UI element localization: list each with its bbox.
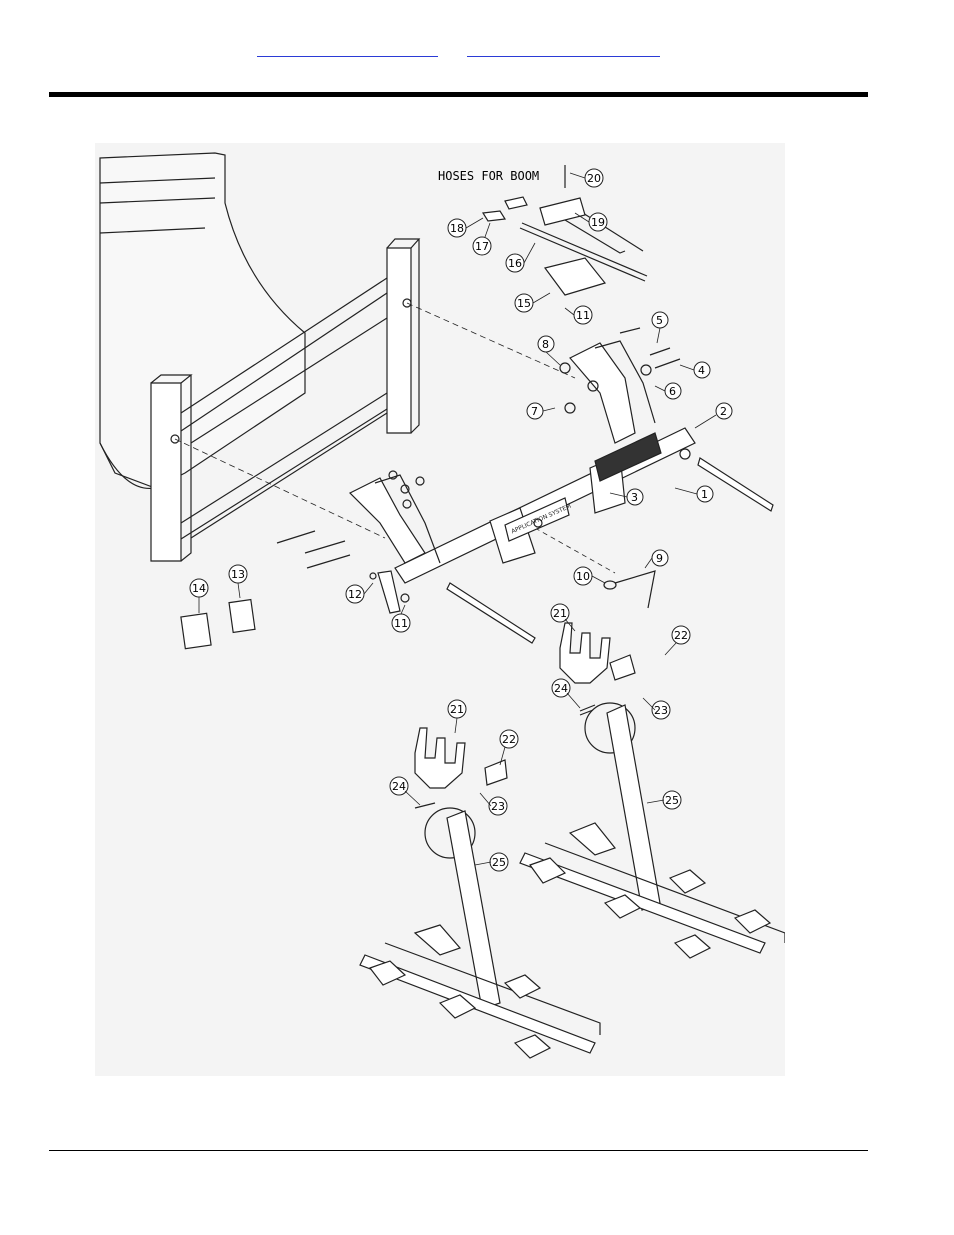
svg-text:14: 14 (192, 582, 206, 595)
callout-18: 18 (447, 218, 467, 238)
svg-text:13: 13 (231, 568, 245, 581)
header-link-1[interactable] (257, 42, 438, 57)
callout-7: 7 (526, 402, 544, 420)
svg-text:21: 21 (450, 703, 464, 716)
callout-19: 19 (588, 212, 608, 232)
callout-24-right: 24 (551, 678, 571, 698)
decal-14 (180, 612, 212, 650)
svg-text:2: 2 (720, 405, 727, 418)
hoses-label: HOSES FOR BOOM (438, 169, 539, 183)
parts-diagram-svg: HOSES FOR BOOM APPLICATION SYSTEM 1 2 3 … (99, 152, 785, 1059)
header-link-2[interactable] (467, 42, 660, 57)
callout-11-bottom: 11 (391, 613, 411, 633)
boom-mount-tube (276, 327, 774, 644)
svg-text:22: 22 (502, 733, 516, 746)
bottom-rule (49, 1150, 868, 1151)
svg-text:12: 12 (348, 588, 362, 601)
callout-11-top: 11 (573, 305, 593, 325)
tank-frame (99, 152, 421, 562)
callout-5: 5 (651, 311, 669, 329)
callout-3: 3 (626, 488, 644, 506)
svg-text:25: 25 (665, 794, 679, 807)
top-rule (49, 92, 868, 97)
svg-text:23: 23 (654, 704, 668, 717)
svg-text:7: 7 (531, 405, 538, 418)
svg-text:17: 17 (475, 240, 489, 253)
svg-text:25: 25 (492, 856, 506, 869)
callout-14: 14 (189, 578, 209, 598)
storage-stand-left (359, 727, 601, 1059)
decal-13 (228, 598, 256, 634)
callout-2: 2 (715, 402, 733, 420)
hoses (481, 165, 648, 296)
callout-1: 1 (696, 485, 714, 503)
svg-text:15: 15 (517, 297, 531, 310)
callout-24-left: 24 (389, 776, 409, 796)
callout-8: 8 (537, 335, 555, 353)
callout-17: 17 (472, 236, 492, 256)
svg-text:22: 22 (674, 629, 688, 642)
callout-6: 6 (664, 382, 682, 400)
svg-text:5: 5 (656, 314, 663, 327)
svg-text:19: 19 (591, 216, 605, 229)
callout-22-right: 22 (671, 625, 691, 645)
parts-diagram: HOSES FOR BOOM APPLICATION SYSTEM 1 2 3 … (95, 143, 785, 1076)
svg-text:21: 21 (553, 607, 567, 620)
svg-text:3: 3 (631, 491, 638, 504)
svg-text:11: 11 (576, 309, 590, 322)
callout-23-right: 23 (651, 700, 671, 720)
callout-16: 16 (505, 253, 525, 273)
callout-9: 9 (651, 549, 669, 567)
callout-20: 20 (584, 168, 604, 188)
callout-25-left: 25 (489, 852, 509, 872)
callout-15: 15 (514, 293, 534, 313)
callout-13: 13 (228, 564, 248, 584)
svg-text:10: 10 (576, 570, 590, 583)
svg-text:23: 23 (491, 800, 505, 813)
svg-text:11: 11 (394, 617, 408, 630)
handle-9 (614, 570, 656, 609)
callout-12: 12 (345, 584, 365, 604)
svg-text:20: 20 (587, 172, 601, 185)
svg-text:18: 18 (450, 222, 464, 235)
callout-22-left: 22 (499, 729, 519, 749)
callout-25-right: 25 (662, 790, 682, 810)
svg-text:1: 1 (701, 488, 708, 501)
svg-text:24: 24 (554, 682, 568, 695)
svg-text:16: 16 (508, 257, 522, 270)
svg-text:4: 4 (698, 364, 705, 377)
callout-10: 10 (573, 566, 593, 586)
callout-21-right: 21 (550, 603, 570, 623)
callout-4: 4 (693, 361, 711, 379)
storage-stand-right (519, 622, 785, 959)
callout-21-left: 21 (447, 699, 467, 719)
svg-text:24: 24 (392, 780, 406, 793)
svg-text:9: 9 (656, 552, 663, 565)
callout-23-left: 23 (488, 796, 508, 816)
svg-text:6: 6 (669, 385, 676, 398)
svg-text:8: 8 (542, 338, 549, 351)
